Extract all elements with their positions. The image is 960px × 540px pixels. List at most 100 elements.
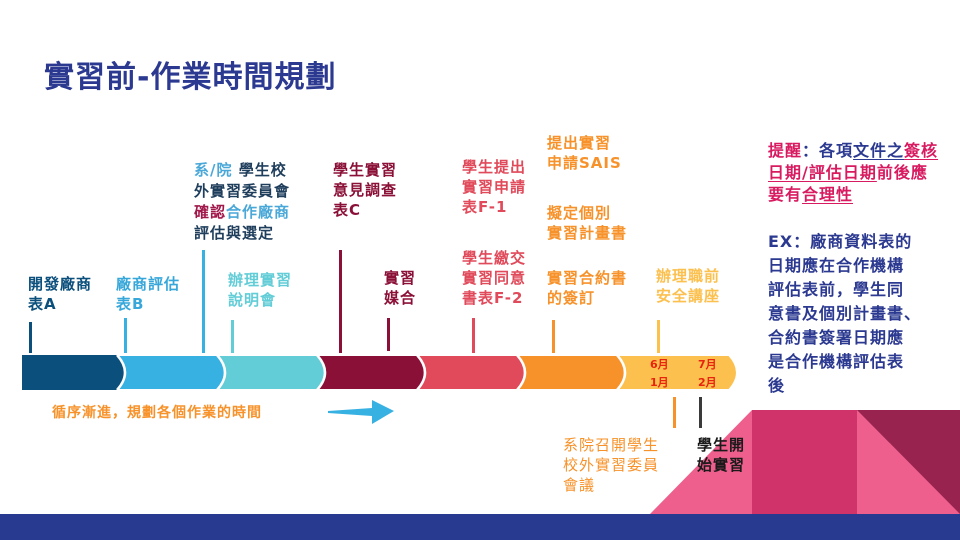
- tick-survey: [339, 250, 342, 353]
- label-apply-form: 學生提出 實習申請 表F-1: [462, 157, 526, 217]
- reminder-part: 提醒: [768, 141, 803, 160]
- label-start: 學生開 始實習: [697, 435, 745, 475]
- label-vendor-eval: 廠商評估 表B: [116, 274, 180, 314]
- arrow-right-icon: [328, 400, 394, 424]
- label-line: 會議: [563, 476, 596, 494]
- label-line: 提出實習: [547, 134, 612, 152]
- reminder-part: 日期/評估日期: [768, 163, 877, 182]
- label-consent-form: 學生繳交 實習同意 書表F-2: [462, 248, 526, 308]
- label-part: 院: [216, 161, 233, 179]
- label-matching: 實習 媒合: [384, 268, 416, 308]
- label-line: 說明會: [228, 291, 277, 309]
- reminder-part: 要有: [768, 185, 803, 204]
- label-part: 系: [194, 161, 211, 179]
- label-sais: 提出實習 申請SAIS: [547, 133, 622, 173]
- label-dev-vendor: 開發廠商 表A: [28, 274, 92, 314]
- example-line: EX：廠商資料表的: [768, 232, 913, 251]
- label-line: 的簽訂: [547, 289, 596, 307]
- tick-safety: [657, 320, 660, 353]
- label-line: 實習申請: [462, 178, 527, 196]
- reminder-line-3: 要有合理性: [768, 184, 938, 206]
- tick-orientation: [231, 320, 234, 353]
- label-line: 學生提出: [462, 158, 527, 176]
- label-line: 始實習: [697, 456, 746, 474]
- reminder-part: ：各項: [802, 141, 854, 160]
- label-line: 外實習委員會: [194, 182, 291, 200]
- label-contract: 實習合約書 的簽訂: [547, 268, 627, 308]
- page-title: 實習前-作業時間規劃: [44, 60, 337, 95]
- reminder-part: 文件之: [853, 141, 905, 160]
- label-line: 系/院 學生校: [194, 160, 290, 181]
- tick-committee: [202, 250, 205, 353]
- label-line: 學生實習: [333, 161, 398, 179]
- label-line: 安全講座: [656, 287, 721, 305]
- label-orientation: 辦理實習 說明會: [228, 270, 292, 310]
- example-line: 合約書簽署日期應: [768, 328, 905, 347]
- segment-separator: [116, 355, 127, 390]
- flow-caption: 循序漸進，規劃各個作業的時間: [52, 405, 262, 421]
- tick-meeting: [673, 397, 676, 428]
- segment-separator: [616, 355, 627, 390]
- label-line: 媒合: [384, 289, 417, 307]
- example-note: EX：廠商資料表的 日期應在合作機構 評估表前，學生同 意書及個別計畫書、 合約…: [768, 230, 921, 398]
- reminder-line-2: 日期/評估日期前後應: [768, 162, 938, 184]
- tick-matching: [387, 318, 390, 351]
- label-line: 實習計畫書: [547, 224, 628, 242]
- label-line: 表B: [116, 295, 145, 313]
- label-line: 評估與選定: [194, 224, 275, 242]
- label-line: 學生繳交: [462, 249, 527, 267]
- tick-forms: [472, 318, 475, 353]
- reminder-line-1: 提醒：各項文件之簽核: [768, 140, 938, 162]
- month-jun: 6月: [650, 358, 669, 371]
- label-committee: 系/院 學生校 外實習委員會 確認合作廠商 評估與選定: [194, 160, 290, 244]
- label-line: 廠商評估: [116, 275, 181, 293]
- timeline-segment-1: [22, 355, 125, 390]
- label-part: 合作廠商: [226, 203, 291, 221]
- segment-separator: [416, 355, 427, 390]
- reminder-part: 合理性: [802, 185, 854, 204]
- label-line: 書表F-2: [462, 289, 524, 307]
- label-line: 確認合作廠商: [194, 202, 290, 223]
- label-line: 開發廠商: [28, 275, 93, 293]
- label-line: 系院召開學生: [563, 436, 660, 454]
- example-line: 日期應在合作機構: [768, 256, 905, 275]
- label-line: 擬定個別: [547, 204, 612, 222]
- tick-vendor-eval: [124, 318, 127, 353]
- reminder-part: 簽核: [904, 141, 939, 160]
- reminder-note: 提醒：各項文件之簽核 日期/評估日期前後應 要有合理性: [768, 140, 938, 206]
- label-line: 表C: [333, 201, 362, 219]
- reminder-part: 前後應: [876, 163, 928, 182]
- label-line: 意見調查: [333, 181, 398, 199]
- label-line: 申請SAIS: [547, 154, 622, 172]
- deco-maroon-triangle: [857, 410, 960, 514]
- month-jan: 1月: [650, 376, 669, 389]
- label-line: 實習同意: [462, 269, 527, 287]
- label-survey: 學生實習 意見調查 表C: [333, 160, 397, 220]
- tick-contract: [552, 320, 555, 353]
- timeline-bar: [22, 355, 737, 390]
- example-line: 評估表前，學生同: [768, 280, 905, 299]
- deco-magenta-rect: [752, 410, 857, 514]
- example-line: 意書及個別計畫書、: [768, 304, 922, 323]
- label-part: 學生校: [232, 161, 287, 179]
- example-line: 是合作機構評估表: [768, 352, 905, 371]
- label-line: 表F-1: [462, 198, 508, 216]
- month-feb: 2月: [698, 376, 717, 389]
- label-line: 辦理職前: [656, 267, 721, 285]
- label-line: 辦理實習: [228, 271, 293, 289]
- tick-dev-vendor: [29, 322, 32, 353]
- label-line: 實習合約書: [547, 269, 628, 287]
- example-line: 後: [768, 376, 786, 395]
- label-line: 實習: [384, 269, 417, 287]
- label-plan: 擬定個別 實習計畫書: [547, 203, 627, 243]
- label-meeting: 系院召開學生 校外實習委員 會議: [563, 435, 659, 495]
- deco-pink-triangle: [650, 410, 752, 514]
- label-safety: 辦理職前 安全講座: [656, 266, 720, 306]
- month-jul: 7月: [698, 358, 717, 371]
- segment-separator: [316, 355, 327, 390]
- tick-start: [699, 397, 702, 428]
- label-line: 表A: [28, 295, 57, 313]
- segment-separator: [216, 355, 227, 390]
- label-part: 確認: [194, 203, 227, 221]
